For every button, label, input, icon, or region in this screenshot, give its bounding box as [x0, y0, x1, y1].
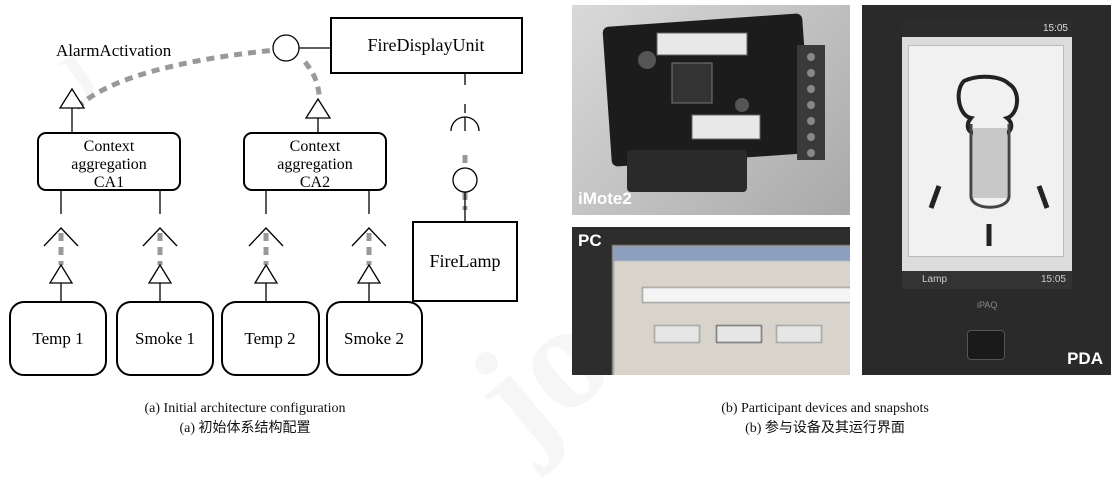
pda-home-button: [967, 330, 1005, 360]
alarm-activation-label: AlarmActivation: [56, 41, 172, 60]
context-aggregation-ca2-box: [243, 132, 387, 191]
lamp-icon: [928, 74, 1050, 246]
ca1-label-line2: aggregation: [71, 156, 147, 173]
ca2-label-line3: CA2: [300, 174, 330, 191]
alarm-connector-right: [303, 60, 323, 101]
caption-b-chinese: (b) 参与设备及其运行界面: [745, 421, 905, 436]
pc-screen-window: [612, 245, 850, 375]
ca1-label-line3: CA1: [94, 174, 124, 191]
context-aggregation-ca1-box: [37, 132, 181, 191]
pda-taskbar-app: Lamp: [922, 274, 948, 285]
ca2-label-line1: Context: [290, 138, 341, 155]
pc-photo: PC: [572, 227, 850, 375]
caption-a: (a) Initial architecture configuration (…: [60, 399, 430, 439]
pda-photo: 15:05 Lamp 15:05 iPAQ PDA: [862, 5, 1111, 375]
pda-top-time: 15:05: [1042, 23, 1068, 34]
pda-app-canvas: [908, 45, 1064, 257]
architecture-diagram: AlarmActivation FireDisplayUnit FireLamp…: [9, 17, 523, 376]
ca2-provided-triangle: [304, 97, 332, 119]
temp2-box: [221, 301, 320, 376]
caption-a-chinese: (a) 初始体系结构配置: [179, 421, 311, 436]
fire-lamp-box: [412, 221, 518, 302]
pda-brand: iPAQ: [977, 300, 998, 310]
fire-display-unit-label: FireDisplayUnit: [368, 35, 485, 55]
pda-label: PDA: [1067, 349, 1103, 368]
pda-screen: 15:05 Lamp 15:05: [902, 21, 1072, 289]
pda-taskbar: Lamp 15:05: [902, 271, 1072, 289]
pda-taskbar-time: 15:05: [1040, 274, 1066, 285]
display-provided-port: [272, 34, 300, 62]
fire-display-unit-box: [330, 17, 523, 74]
pda-status-bar: 15:05: [902, 21, 1072, 37]
smoke1-label: Smoke 1: [135, 329, 195, 348]
pc-label: PC: [578, 231, 602, 250]
ca1-label-line1: Context: [84, 138, 135, 155]
imote2-photo: iMote2: [572, 5, 850, 215]
lamp-provided-port: [452, 167, 478, 193]
ca1-provided-triangle: [58, 87, 86, 109]
alarm-connector-left: [75, 46, 287, 110]
imote2-label: iMote2: [578, 189, 632, 208]
temp2-label: Temp 2: [244, 329, 295, 348]
smoke1-box: [116, 301, 214, 376]
caption-b-english: (b) Participant devices and snapshots: [721, 401, 929, 416]
caption-b: (b) Participant devices and snapshots (b…: [640, 399, 1010, 439]
caption-a-english: (a) Initial architecture configuration: [144, 401, 346, 416]
temp1-label: Temp 1: [32, 329, 83, 348]
fire-lamp-label: FireLamp: [430, 251, 501, 271]
temp1-box: [9, 301, 107, 376]
ca2-label-line2: aggregation: [277, 156, 353, 173]
smoke2-box: [326, 301, 423, 376]
smoke2-label: Smoke 2: [344, 329, 404, 348]
imote2-board-illustration: [602, 13, 825, 192]
